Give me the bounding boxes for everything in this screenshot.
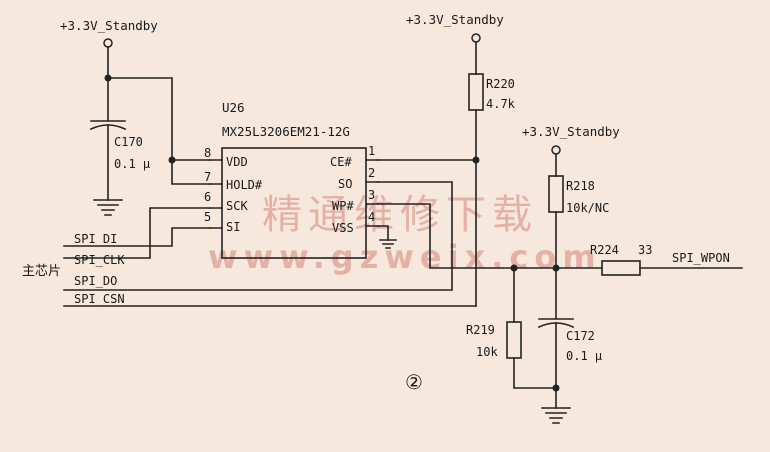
r219-value: 10k — [476, 345, 498, 359]
r224-ref: R224 — [590, 243, 619, 257]
power-port-left — [103, 38, 113, 48]
pin-num-2: 2 — [368, 166, 375, 180]
pin-name-so: SO — [338, 177, 352, 191]
chip-part: MX25L3206EM21-12G — [222, 124, 350, 139]
ground-icon — [93, 199, 123, 216]
ground-icon — [541, 407, 571, 424]
pin-num-4: 4 — [368, 210, 375, 224]
pin-num-6: 6 — [204, 190, 211, 204]
pin-name-sck: SCK — [226, 199, 248, 213]
wire-vss — [377, 225, 389, 241]
junction-dot — [168, 156, 176, 164]
r219-ref: R219 — [466, 323, 495, 337]
pin-num-5: 5 — [204, 210, 211, 224]
chip-pin-stubs-left — [209, 159, 223, 229]
main-chip-label: 主芯片 — [22, 264, 61, 279]
signal-spi-di: SPI_DI — [74, 232, 117, 246]
power-label-left: +3.3V_Standby — [60, 18, 158, 33]
pin-name-vdd: VDD — [226, 155, 248, 169]
r220-body — [468, 73, 484, 111]
power-port-mid — [471, 33, 481, 43]
ground-icon — [379, 239, 397, 249]
watermark-url: www.gzweix.com — [208, 238, 602, 276]
signal-spi-do: SPI_DO — [74, 274, 117, 288]
c172-value: 0.1 μ — [566, 349, 602, 363]
r218-value: 10k/NC — [566, 201, 609, 215]
wire — [513, 357, 557, 389]
power-label-right: +3.3V_Standby — [522, 124, 620, 139]
wire-wp — [377, 203, 557, 269]
r224-value: 33 — [638, 243, 652, 257]
pin-num-7: 7 — [204, 170, 211, 184]
power-label-mid: +3.3V_Standby — [406, 12, 504, 27]
watermark-chinese: 精通维修下载 — [262, 192, 538, 238]
wire-spi-do — [63, 181, 453, 291]
c170-value: 0.1 μ — [114, 157, 150, 171]
pin-name-vss: VSS — [332, 221, 354, 235]
signal-spi-csn: SPI_CSN — [74, 292, 125, 306]
r218-body — [548, 175, 564, 213]
pin-name-wp: WP# — [332, 199, 354, 213]
r220-ref: R220 — [486, 77, 515, 91]
r219-body — [506, 321, 522, 359]
wire-spi-clk — [63, 207, 211, 259]
wire-hold — [171, 159, 211, 185]
figure-marker: ② — [405, 370, 423, 394]
pin-num-1: 1 — [368, 144, 375, 158]
signal-spi-clk: SPI_CLK — [74, 253, 125, 267]
c170-ref: C170 — [114, 135, 143, 149]
pin-num-8: 8 — [204, 146, 211, 160]
c172-ref: C172 — [566, 329, 595, 343]
chip-pin-stubs-right — [365, 159, 379, 227]
power-port-right — [551, 145, 561, 155]
wire-vdd — [107, 77, 211, 161]
r220-value: 4.7k — [486, 97, 516, 111]
signal-spi-wpon: SPI_WPON — [672, 251, 730, 265]
r218-ref: R218 — [566, 179, 595, 193]
pin-num-3: 3 — [368, 188, 375, 202]
pin-name-hold: HOLD# — [226, 178, 263, 192]
chip-ref: U26 — [222, 100, 245, 115]
r224-body — [601, 260, 641, 276]
junction-dot — [552, 384, 560, 392]
chip-body — [221, 147, 367, 259]
pin-name-ce: CE# — [330, 155, 352, 169]
wire-spi-di — [63, 227, 211, 247]
pin-name-si: SI — [226, 220, 240, 234]
